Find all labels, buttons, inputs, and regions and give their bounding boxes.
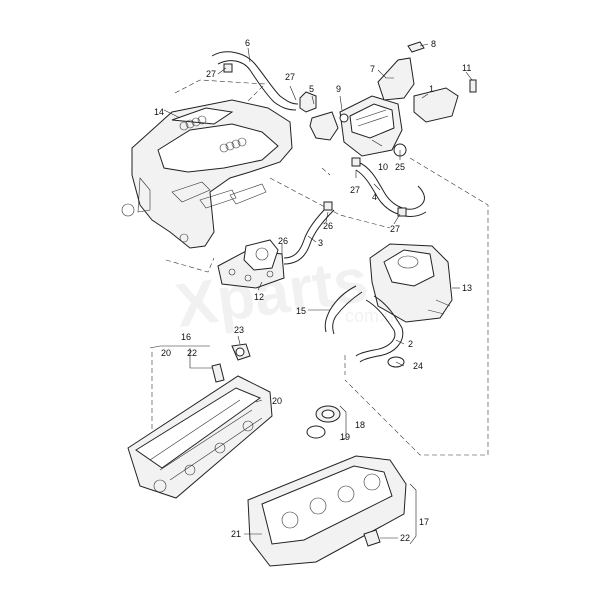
- callout-18: 18: [355, 420, 365, 430]
- clamp-23: [231, 343, 251, 361]
- callout-27-mid: 27: [350, 185, 360, 195]
- callout-12: 12: [254, 292, 264, 302]
- callout-4: 4: [372, 192, 377, 202]
- sensor-22-upper: [211, 363, 225, 383]
- callout-17: 17: [419, 517, 429, 527]
- callout-10: 10: [378, 162, 388, 172]
- assembly-dashed-lines: [151, 79, 489, 456]
- callout-14: 14: [154, 107, 164, 117]
- callout-26-upper: 26: [323, 221, 333, 231]
- breather-hose-6: [211, 51, 299, 111]
- callout-23: 23: [234, 325, 244, 335]
- callout-2: 2: [408, 339, 413, 349]
- oil-separator-tank-13: [369, 243, 453, 323]
- cylinder-head-cover-right: [247, 455, 407, 567]
- callout-3: 3: [318, 238, 323, 248]
- callout-20-cover: 20: [272, 396, 282, 406]
- callout-8: 8: [431, 39, 436, 49]
- callout-5: 5: [309, 84, 314, 94]
- oil-separator-10: [339, 95, 403, 157]
- callout-15: 15: [296, 306, 306, 316]
- callout-21: 21: [231, 529, 241, 539]
- callout-22-group: 22: [187, 348, 197, 358]
- callout-7: 7: [370, 64, 375, 74]
- callout-24: 24: [413, 361, 423, 371]
- cylinder-head-cover-left: [127, 375, 273, 499]
- callout-16: 16: [181, 332, 191, 342]
- callout-27-left: 27: [206, 69, 216, 79]
- intake-manifold: [121, 99, 293, 249]
- callout-1: 1: [429, 84, 434, 94]
- manifold-emblem-lower: [219, 137, 247, 153]
- pcv-valve-12: [217, 239, 285, 289]
- callout-6: 6: [245, 38, 250, 48]
- callout-13: 13: [462, 283, 472, 293]
- callout-26-lower: 26: [278, 236, 288, 246]
- callout-27-top: 27: [285, 72, 295, 82]
- callout-19: 19: [340, 432, 350, 442]
- callout-25: 25: [395, 162, 405, 172]
- valve-5: [299, 91, 339, 141]
- callout-11: 11: [462, 63, 471, 73]
- leader-lines: [149, 43, 473, 545]
- bracket-7: [377, 41, 425, 101]
- callout-labels: 1 2 3 4 5 6 7 8 9 10 11 12 13 14 15 16 1…: [154, 38, 472, 543]
- callout-27-right: 27: [390, 224, 400, 234]
- breather-hose-4: [351, 157, 427, 217]
- callout-9: 9: [336, 84, 341, 94]
- callout-20-group: 20: [161, 348, 171, 358]
- callout-22-sensor: 22: [400, 533, 410, 543]
- bracket-1: [413, 79, 477, 123]
- manifold-emblem-upper: [179, 115, 207, 131]
- oil-filler-cap-18: [306, 405, 341, 439]
- breather-hose-3: [283, 201, 335, 265]
